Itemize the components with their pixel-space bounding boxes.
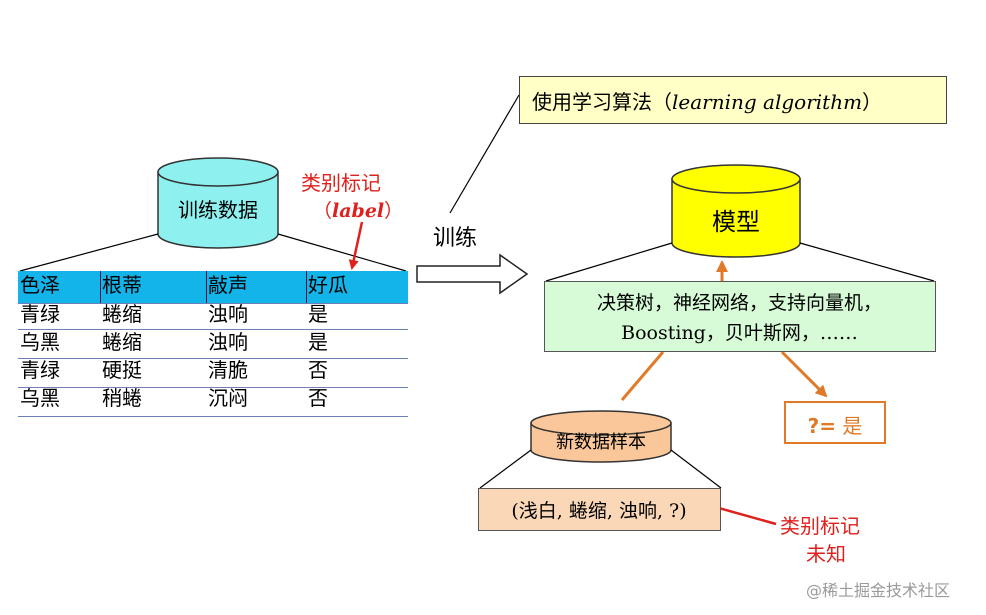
model-flare-right bbox=[799, 242, 935, 282]
table-cell: 硬挺 bbox=[102, 358, 142, 382]
row-divider bbox=[18, 416, 408, 417]
new-sample-cylinder bbox=[530, 410, 672, 463]
flare-line-left bbox=[19, 233, 159, 272]
table-cell: 青绿 bbox=[20, 358, 60, 382]
table-header-cell: 好瓜 bbox=[308, 273, 348, 297]
table-cell: 蜷缩 bbox=[102, 302, 142, 326]
paren-close: ） bbox=[384, 200, 404, 222]
flare-line-right bbox=[277, 233, 407, 272]
unknown-label-note-line2: 未知 bbox=[806, 542, 846, 566]
training-table: 色泽 根蒂 敲声 好瓜 青绿 蜷缩 浊响 是 乌黑 蜷缩 浊响 是 青绿 硬挺 … bbox=[18, 271, 408, 418]
row-divider bbox=[18, 329, 408, 330]
training-data-label: 训练数据 bbox=[178, 198, 258, 222]
unknown-label-note-line1: 类别标记 bbox=[780, 514, 860, 538]
class-label-note-title: 类别标记 bbox=[301, 171, 381, 195]
table-cell: 否 bbox=[308, 358, 328, 382]
train-label: 训练 bbox=[433, 226, 478, 251]
row-divider bbox=[18, 303, 408, 304]
model-label: 模型 bbox=[712, 208, 760, 236]
table-cell: 蜷缩 bbox=[102, 330, 142, 354]
table-cell: 沉闷 bbox=[208, 386, 248, 410]
table-cell: 否 bbox=[308, 386, 328, 410]
table-cell: 浊响 bbox=[208, 302, 248, 326]
prediction-question: ?= bbox=[807, 414, 836, 438]
table-cell: 是 bbox=[308, 302, 328, 326]
sample-to-models-arrow bbox=[620, 351, 665, 401]
table-header-cell: 根蒂 bbox=[102, 273, 142, 297]
class-label-note-label: （label） bbox=[313, 196, 403, 223]
models-to-result-arrow bbox=[780, 350, 828, 398]
new-sample-box: (浅白, 蜷缩, 浊响, ?) bbox=[478, 488, 721, 531]
training-data-cylinder bbox=[157, 157, 279, 249]
table-cell: 稍蜷 bbox=[102, 386, 142, 410]
model-examples-box: 决策树，神经网络，支持向量机， Boosting，贝叶斯网，…… bbox=[544, 281, 936, 352]
train-arrow bbox=[416, 253, 529, 295]
model-flare-left bbox=[545, 242, 673, 282]
sample-flare-left bbox=[479, 449, 532, 489]
watermark: @稀土掘金技术社区 bbox=[806, 581, 951, 600]
model-examples-line1: 决策树，神经网络，支持向量机， bbox=[596, 292, 882, 314]
prediction-answer: 是 bbox=[842, 414, 863, 438]
algo-text-close: ） bbox=[862, 90, 883, 114]
model-examples-line2: Boosting，贝叶斯网，…… bbox=[621, 322, 858, 344]
table-cell: 清脆 bbox=[208, 358, 248, 382]
new-sample-value: (浅白, 蜷缩, 浊响, ?) bbox=[511, 500, 687, 522]
algo-text-cn: 使用学习算法（ bbox=[532, 90, 672, 114]
model-cylinder bbox=[671, 164, 801, 258]
paren-open: （ bbox=[313, 200, 333, 222]
new-sample-label: 新数据样本 bbox=[556, 432, 646, 453]
prediction-text: ?= 是 bbox=[786, 410, 884, 439]
table-cell: 是 bbox=[308, 330, 328, 354]
table-cell: 乌黑 bbox=[20, 330, 60, 354]
header-divider bbox=[306, 271, 307, 303]
prediction-result-box: ?= 是 bbox=[784, 401, 886, 444]
table-cell: 乌黑 bbox=[20, 386, 60, 410]
algo-callout-line bbox=[449, 94, 520, 214]
header-divider bbox=[100, 271, 101, 303]
learning-algorithm-text: 使用学习算法（learning algorithm） bbox=[532, 86, 882, 115]
table-header-row bbox=[18, 271, 408, 303]
table-cell: 浊响 bbox=[208, 330, 248, 354]
table-header-cell: 色泽 bbox=[20, 273, 60, 297]
label-arrow bbox=[348, 221, 364, 270]
header-divider bbox=[206, 271, 207, 303]
row-divider bbox=[18, 358, 408, 359]
label-word: label bbox=[332, 200, 385, 222]
table-header-cell: 敲声 bbox=[208, 273, 248, 297]
algo-text-en: learning algorithm bbox=[672, 90, 863, 114]
sample-flare-right bbox=[670, 449, 722, 489]
table-cell: 青绿 bbox=[20, 302, 60, 326]
row-divider bbox=[18, 387, 408, 388]
learning-algorithm-box: 使用学习算法（learning algorithm） bbox=[519, 76, 947, 124]
